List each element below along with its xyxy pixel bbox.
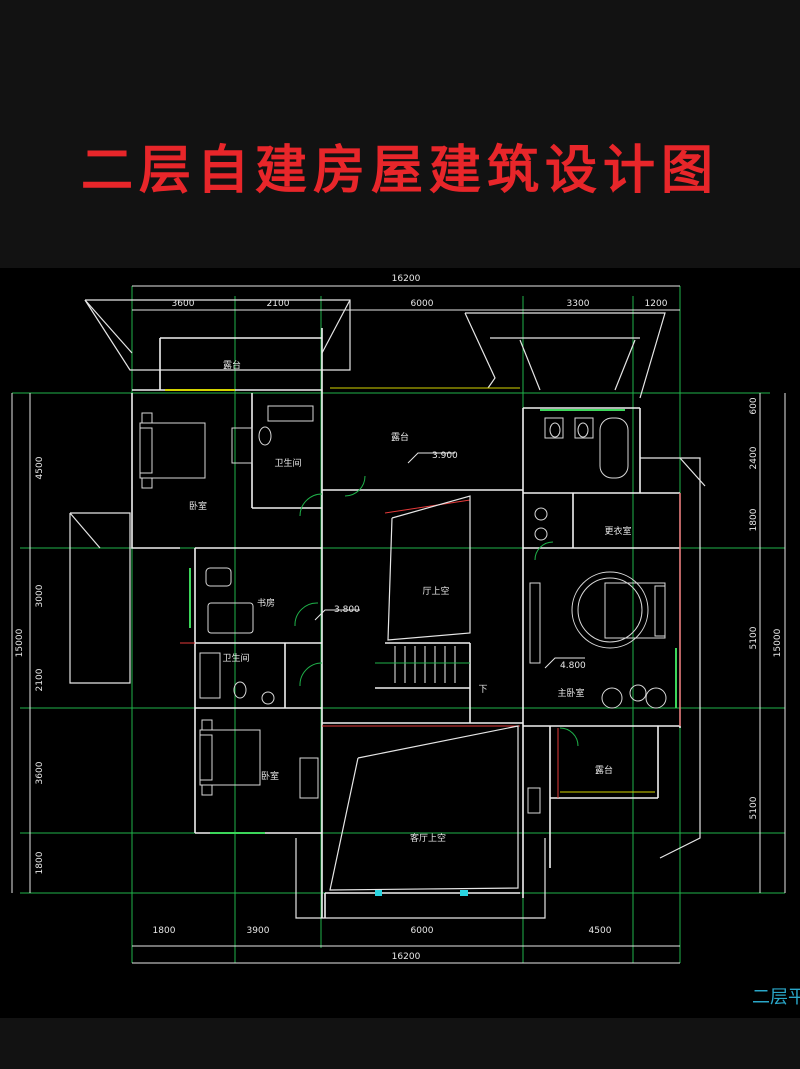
dim-right-4: 5100 xyxy=(749,626,759,649)
dim-top-3: 6000 xyxy=(411,299,434,309)
stair xyxy=(375,646,470,683)
doors xyxy=(294,475,579,747)
label-terrace-top: 露台 xyxy=(223,359,241,371)
dim-top-1: 3600 xyxy=(172,299,195,309)
dim-bottom-1: 1800 xyxy=(153,926,176,936)
dim-left-1: 4500 xyxy=(35,456,45,479)
dim-left-3: 2100 xyxy=(35,668,45,691)
dim-right-total: 15000 xyxy=(773,628,783,657)
dim-right-3: 1800 xyxy=(749,508,759,531)
plan-caption: 二层平 xyxy=(752,987,800,1008)
void-lines xyxy=(329,495,519,891)
dim-top-total: 16200 xyxy=(392,274,421,284)
elev-master: 4.800 xyxy=(560,661,586,671)
dim-top-5: 1200 xyxy=(645,299,668,309)
footer-band xyxy=(0,1018,800,1069)
floor-plan-drawing: 露台 露台 露台 卫生间 卫生间 卧室 卧室 书房 厅上空 客厅上空 更衣室 主… xyxy=(0,268,800,1018)
dim-bottom-4: 4500 xyxy=(589,926,612,936)
label-bedroom-1: 卧室 xyxy=(189,500,207,512)
dimension-lines xyxy=(11,285,786,964)
dim-top-4: 3300 xyxy=(567,299,590,309)
dim-bottom-2: 3900 xyxy=(247,926,270,936)
round-bed-platform xyxy=(571,571,649,649)
label-study: 书房 xyxy=(257,597,275,609)
bathtub-1 xyxy=(267,405,314,422)
dim-top-2: 2100 xyxy=(267,299,290,309)
bathtub-2 xyxy=(199,652,221,699)
label-stair-mark: 下 xyxy=(478,685,487,695)
red-accents xyxy=(180,493,681,798)
roof-outline xyxy=(69,299,706,919)
dim-left-2: 3000 xyxy=(35,584,45,607)
dim-left-5: 1800 xyxy=(35,851,45,874)
dim-right-5: 5100 xyxy=(749,796,759,819)
windows xyxy=(165,387,677,896)
label-master: 主卧室 xyxy=(557,687,584,699)
elevation-markers xyxy=(314,452,585,669)
bed-1 xyxy=(139,422,206,479)
title-banner: 二层自建房屋建筑设计图 xyxy=(0,0,800,268)
label-closet: 更衣室 xyxy=(604,525,631,537)
dim-bottom-total: 16200 xyxy=(392,952,421,962)
label-bath-1: 卫生间 xyxy=(274,457,301,469)
label-terrace-center: 露台 xyxy=(391,431,409,443)
label-bedroom-2: 卧室 xyxy=(261,770,279,782)
elev-study: 3.800 xyxy=(334,605,360,615)
furniture xyxy=(139,405,667,814)
floor-plan-svg: 露台 露台 露台 卫生间 卫生间 卧室 卧室 书房 厅上空 客厅上空 更衣室 主… xyxy=(11,274,800,1008)
label-bath-2: 卫生间 xyxy=(222,652,249,664)
label-living-void: 客厅上空 xyxy=(410,832,446,844)
bed-2 xyxy=(199,729,261,786)
dim-right-1: 600 xyxy=(749,397,759,414)
dim-bottom-3: 6000 xyxy=(411,926,434,936)
dim-left-total: 15000 xyxy=(15,628,25,657)
label-hall-void: 厅上空 xyxy=(422,585,449,597)
bathtub-3 xyxy=(599,417,629,479)
label-terrace-right: 露台 xyxy=(595,764,613,776)
page-title: 二层自建房屋建筑设计图 xyxy=(80,140,719,201)
elev-terrace: 3.900 xyxy=(432,451,458,461)
dim-left-4: 3600 xyxy=(35,761,45,784)
dim-right-2: 2400 xyxy=(749,446,759,469)
walls xyxy=(131,328,681,918)
